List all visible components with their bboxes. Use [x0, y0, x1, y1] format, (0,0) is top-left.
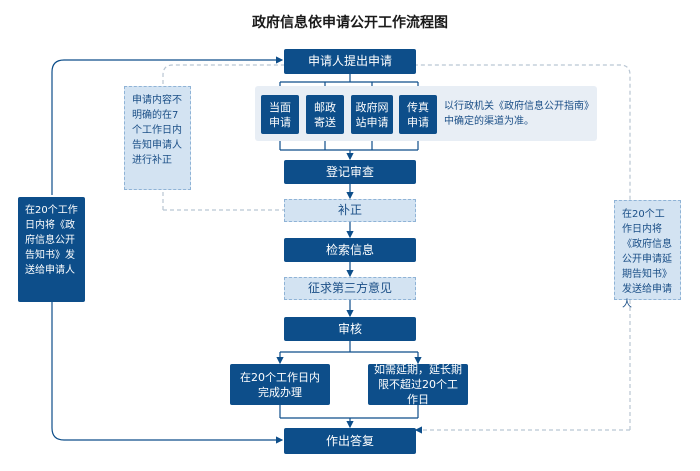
channel-post: 邮政寄送 — [306, 95, 344, 134]
step-review: 审核 — [284, 317, 416, 341]
channel-in-person: 当面申请 — [261, 95, 299, 134]
step-apply: 申请人提出申请 — [284, 49, 416, 74]
channel-fax: 传真申请 — [399, 95, 437, 134]
step-search: 检索信息 — [284, 238, 416, 262]
step-within-20-days: 在20个工作日内完成办理 — [230, 364, 330, 405]
step-third-party: 征求第三方意见 — [284, 277, 416, 300]
page-title: 政府信息依申请公开工作流程图 — [252, 15, 448, 31]
left-note-supplement: 申请内容不明确的在7个工作日内告知申请人进行补正 — [124, 86, 191, 190]
left-box-notice: 在20个工作日内将《政府信息公开告知书》发送给申请人 — [18, 197, 85, 302]
step-register: 登记审查 — [284, 160, 416, 184]
step-reply: 作出答复 — [284, 428, 416, 454]
channel-website: 政府网站申请 — [351, 95, 393, 134]
channel-note: 以行政机关《政府信息公开指南》中确定的渠道为准。 — [444, 101, 589, 127]
right-box-extension-notice: 在20个工作日内将《政府信息公开申请延期告知书》 发送给申请人 — [614, 200, 681, 310]
step-supplement: 补正 — [284, 199, 416, 222]
step-extend: 如需延期，延长期限不超过20个工作日 — [368, 363, 468, 406]
